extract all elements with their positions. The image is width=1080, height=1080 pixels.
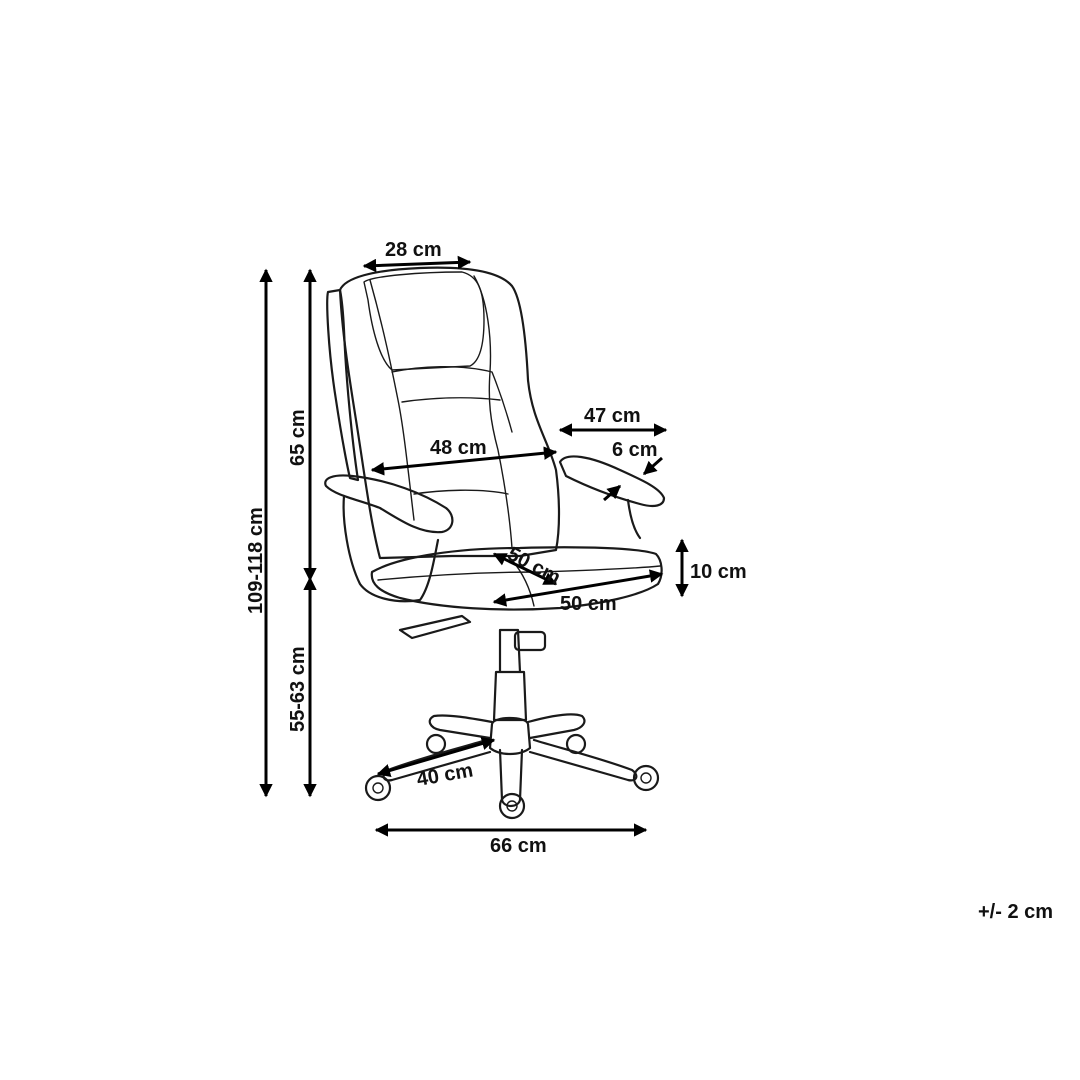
backrest-seam-bottom	[413, 489, 509, 495]
base-radius-label: 40 cm	[415, 759, 475, 791]
armrest-width-label: 6 cm	[612, 439, 658, 461]
headrest-width-label: 28 cm	[385, 239, 442, 261]
caster-back-left	[425, 733, 447, 755]
armrest-width-arrow-outer	[642, 456, 663, 476]
headrest-pad	[363, 271, 485, 371]
backrest-seam-left	[369, 279, 415, 521]
total-height-label: 109-118 cm	[245, 507, 267, 614]
backrest-seam-right	[473, 275, 513, 549]
armrest-right-support	[626, 498, 642, 540]
caster-back-right	[565, 733, 587, 755]
backrest-height-label: 65 cm	[287, 409, 309, 466]
backrest-width-label: 48 cm	[430, 437, 487, 459]
seat-width-label: 50 cm	[560, 593, 617, 615]
caster-left	[364, 774, 392, 802]
base-hub	[488, 716, 532, 756]
tolerance-note: +/- 2 cm	[978, 901, 1053, 923]
seat-thickness-label: 10 cm	[690, 561, 747, 583]
armrest-left	[324, 474, 454, 534]
backrest-width-arrow	[370, 446, 558, 476]
armrest-right	[558, 455, 666, 508]
seat-width-arrow	[492, 569, 664, 607]
armrest-width-arrow-inner	[603, 484, 622, 502]
base-width-label: 66 cm	[490, 835, 547, 857]
caster-front	[498, 792, 526, 820]
tilt-lever	[398, 614, 472, 640]
dimension-labels: 28 cm 48 cm 47 cm 6 cm 50 cm 50 cm 10 cm…	[245, 239, 1053, 923]
caster-right	[632, 764, 660, 792]
backrest-seam-mid	[391, 366, 513, 433]
base-radius-arrow	[376, 736, 496, 778]
backrest-seam-lower	[401, 397, 501, 403]
armrest-depth-label: 47 cm	[584, 405, 641, 427]
headrest-width-arrow	[362, 255, 472, 273]
armrest-left-support	[342, 494, 440, 603]
dimension-lines	[259, 255, 689, 837]
mechanism-knob	[513, 630, 547, 652]
backrest	[338, 266, 561, 560]
chair-illustration	[324, 266, 666, 820]
seat-height-label: 55-63 cm	[287, 646, 309, 732]
gas-lift	[492, 628, 528, 722]
